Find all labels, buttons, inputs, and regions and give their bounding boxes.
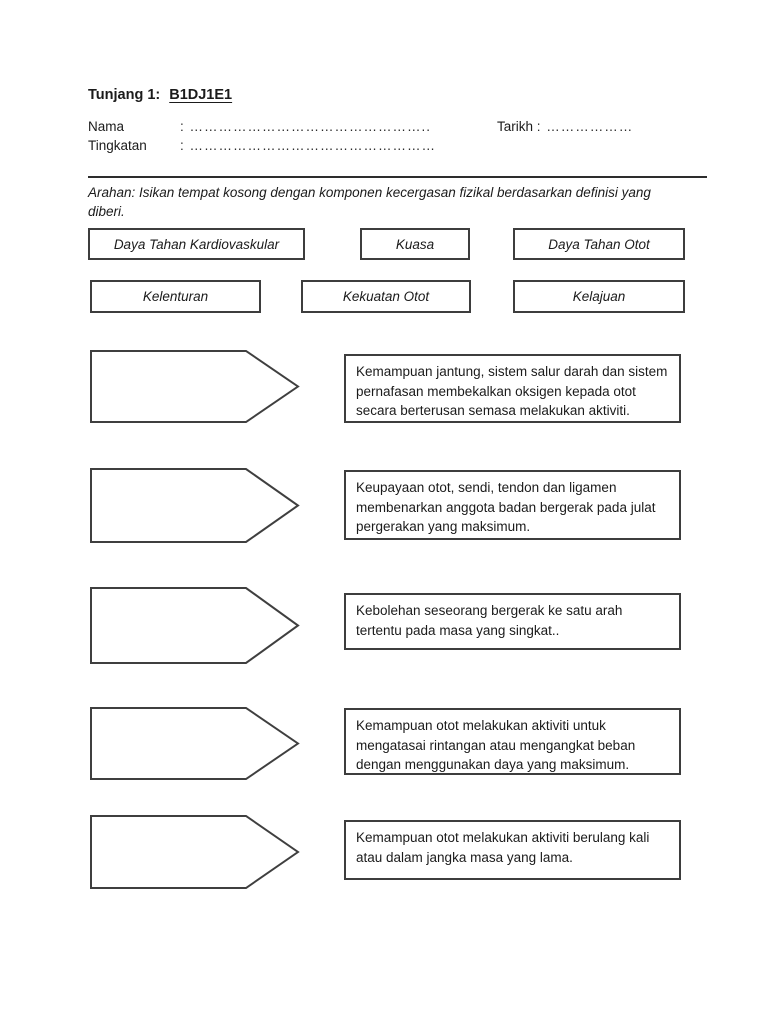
definition-box-1: Kemampuan jantung, sistem salur darah da… [344,354,681,423]
answer-arrow-blank-1 [90,350,300,423]
tarikh-field: Tarikh : ……………… [497,119,633,134]
definition-box-2: Keupayaan otot, sendi, tendon dan ligame… [344,470,681,540]
option-box-kelenturan: Kelenturan [90,280,261,313]
definition-box-4: Kemampuan otot melakukan aktiviti untuk … [344,708,681,775]
option-box-daya-tahan-kardiovaskular: Daya Tahan Kardiovaskular [88,228,305,260]
answer-arrow-blank-3 [90,587,300,664]
option-box-kekuatan-otot: Kekuatan Otot [301,280,471,313]
instruction-text: Arahan: Isikan tempat kosong dengan komp… [88,185,651,219]
tingkatan-label: Tingkatan [88,138,147,153]
arrow-shape [90,707,300,780]
arrow-shape [90,587,300,664]
tingkatan-blank-line: : …………………………………………… [180,138,437,153]
option-box-daya-tahan-otot: Daya Tahan Otot [513,228,685,260]
horizontal-divider [88,176,707,178]
answer-arrow-blank-5 [90,815,300,889]
option-box-kelajuan: Kelajuan [513,280,685,313]
arrow-shape [90,350,300,423]
answer-arrow-blank-2 [90,468,300,543]
arrow-shape [90,468,300,543]
arrow-shape [90,815,300,889]
title-code: B1DJ1E1 [169,87,233,103]
option-box-kuasa: Kuasa [360,228,470,260]
nama-blank-line: : ………………………………………….. [180,119,432,134]
nama-label: Nama [88,119,125,134]
title-label: Tunjang 1: [88,87,161,103]
tarikh-blank-line: : ……………… [536,119,634,134]
definition-box-3: Kebolehan seseorang bergerak ke satu ara… [344,593,681,650]
tarikh-label: Tarikh [497,119,534,134]
page-title: Tunjang 1: B1DJ1E1 [88,87,232,103]
answer-arrow-blank-4 [90,707,300,780]
definition-box-5: Kemampuan otot melakukan aktiviti berula… [344,820,681,880]
